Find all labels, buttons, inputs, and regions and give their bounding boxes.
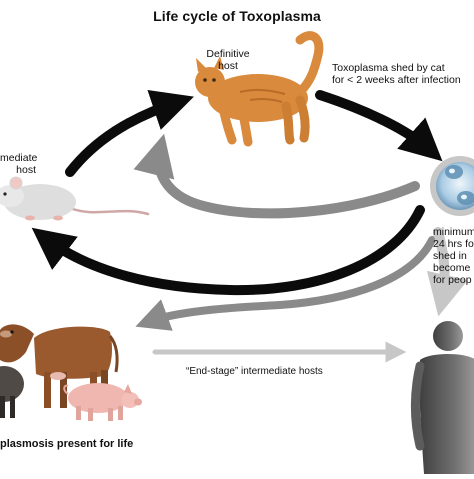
present-for-life-label: plasmosis present for life	[0, 438, 133, 450]
definitive-host-label: Definitive host	[201, 48, 255, 72]
pig-illustration	[64, 383, 142, 421]
sheep-illustration	[0, 366, 24, 418]
diagram-title: Life cycle of Toxoplasma	[0, 8, 474, 24]
arrow-oocyst-to-cat-gray	[159, 150, 415, 213]
arrow-oocyst-to-mouse	[45, 210, 420, 290]
human-silhouette	[416, 321, 474, 474]
intermediate-host-label: mediate host	[0, 152, 36, 176]
mouse-illustration	[0, 177, 148, 221]
end-stage-hosts-label: “End-stage” intermediate hosts	[186, 366, 323, 378]
petri-dish-icon	[430, 156, 474, 216]
minimum-shed-label: minimum 24 hrs fo shed in become for peo…	[433, 226, 474, 286]
arrow-cat-to-oocyst	[320, 95, 430, 150]
shed-by-cat-label: Toxoplasma shed by cat for < 2 weeks aft…	[332, 62, 461, 86]
